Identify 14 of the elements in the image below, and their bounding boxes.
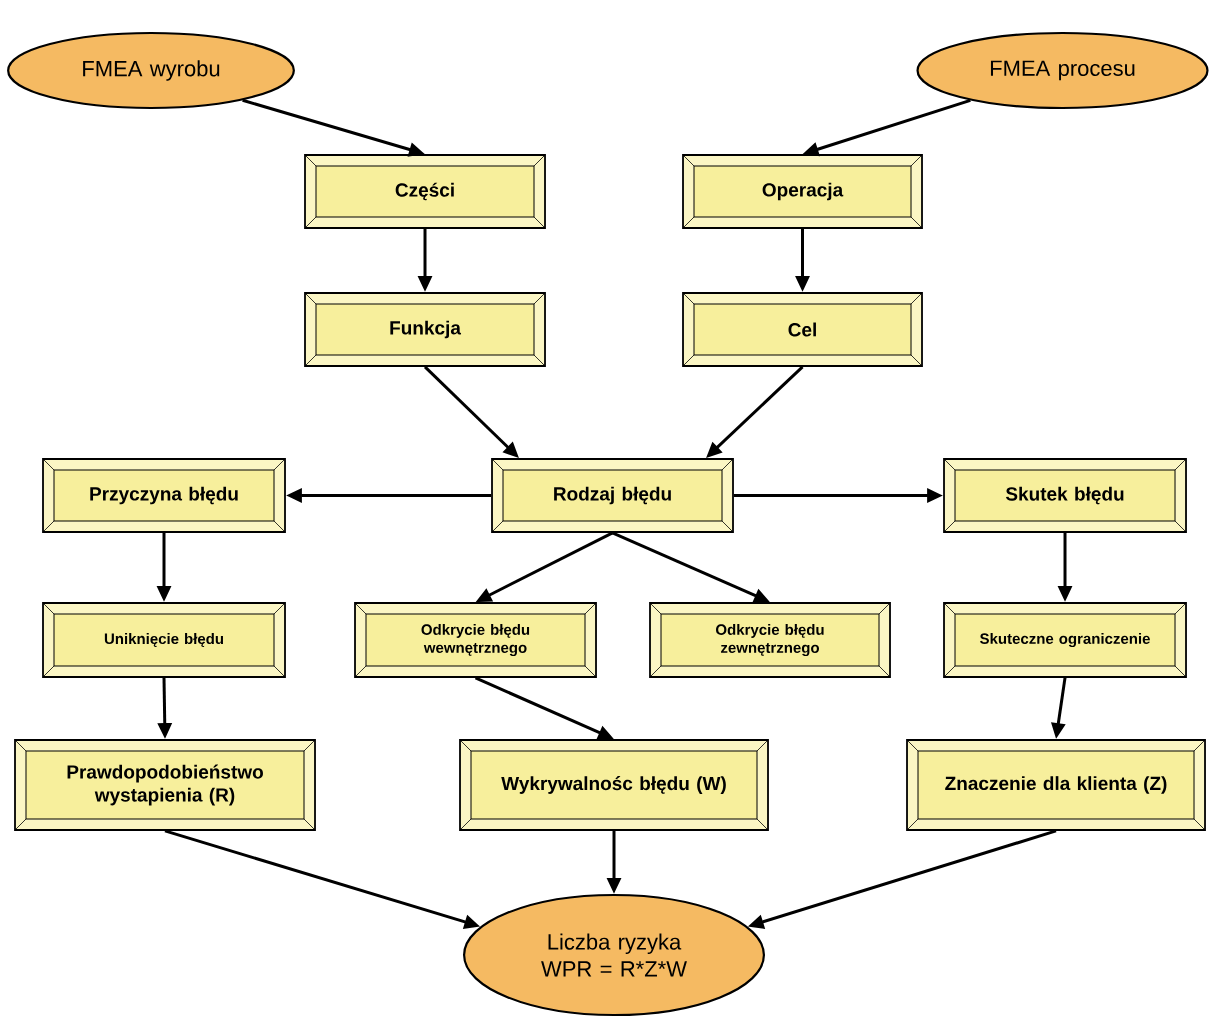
process-box: Odkrycie błędu zewnętrznego: [649, 602, 891, 678]
process-box: Prawdopodobieństwo wystapienia (R): [14, 739, 316, 831]
process-box: Wykrywalnośc błędu (W): [459, 739, 769, 831]
process-box: Cel: [682, 292, 923, 367]
process-box: Odkrycie błędu wewnętrznego: [354, 602, 597, 678]
process-box: Uniknięcie błędu: [42, 602, 286, 678]
process-box: Rodzaj błędu: [491, 458, 734, 533]
process-box: Skuteczne ograniczenie: [943, 602, 1187, 678]
process-box: Przyczyna błędu: [42, 458, 286, 533]
process-box: Funkcja: [304, 292, 546, 367]
process-box: Operacja: [682, 154, 923, 229]
process-box: Skutek błędu: [943, 458, 1187, 533]
process-box: Części: [304, 154, 546, 229]
process-box: Znaczenie dla klienta (Z): [906, 739, 1206, 831]
